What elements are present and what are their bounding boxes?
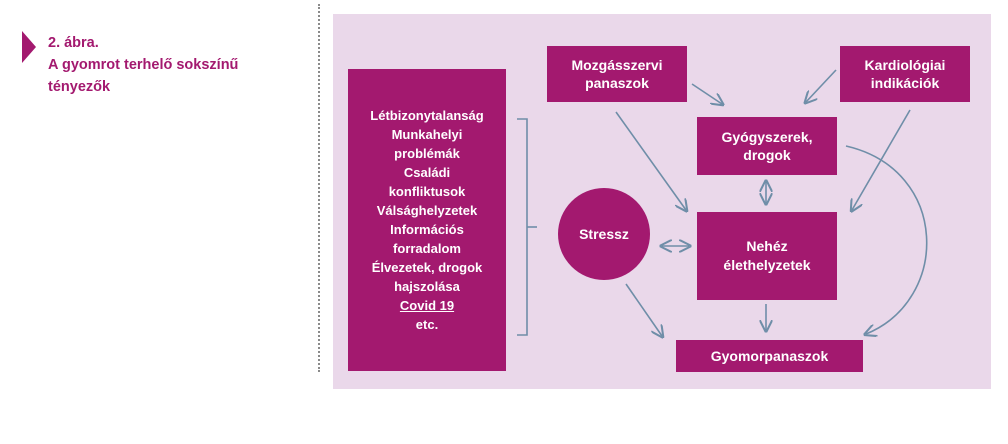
factors-bracket xyxy=(517,118,528,336)
factor-item: Információs xyxy=(390,222,464,237)
box-label-line: élethelyzetek xyxy=(723,257,811,273)
figure-title-line-2: tényezők xyxy=(48,79,111,95)
box-label-line: Gyógyszerek, xyxy=(721,129,813,145)
caption-triangle-icon xyxy=(22,31,36,63)
factor-item: Élvezetek, drogok xyxy=(371,260,483,275)
box-label-line: drogok xyxy=(743,147,791,163)
box-mozgasszervi-panaszok: Mozgásszervi panaszok xyxy=(547,46,687,102)
box-label-line: Mozgásszervi xyxy=(571,57,663,73)
dotted-divider xyxy=(318,4,320,372)
figure-title-line-1: A gyomrot terhelő sokszínű xyxy=(48,57,239,73)
factors-box: Létbizonytalanság Munkahelyi problémák C… xyxy=(348,69,506,371)
box-label-line: Gyomorpanaszok xyxy=(710,348,829,364)
factor-item: Válsághelyzetek xyxy=(376,203,478,218)
figure-label: 2. ábra. xyxy=(48,35,99,51)
box-label-line: indikációk xyxy=(870,75,940,91)
factor-item: etc. xyxy=(415,317,439,332)
arrow-mozgas-to-gyogy xyxy=(691,83,722,104)
box-gyogyszerek-drogok: Gyógyszerek, drogok xyxy=(697,117,837,175)
factor-item-covid: Covid 19 xyxy=(399,298,455,313)
box-gyomorpanaszok: Gyomorpanaszok xyxy=(676,340,863,372)
factor-item: Családi xyxy=(403,165,451,180)
stress-circle: Stressz xyxy=(558,188,650,280)
box-nehez-elethelyzetek: Nehéz élethelyzetek xyxy=(697,212,837,300)
box-label-line: panaszok xyxy=(585,75,649,91)
box-kardiologiai-indikaciok: Kardiológiai indikációk xyxy=(840,46,970,102)
factor-item: Munkahelyi xyxy=(391,127,463,142)
arrow-stress-to-gyomor xyxy=(625,283,662,336)
factor-item: hajszolása xyxy=(394,279,460,294)
caption-text: 2. ábra. A gyomrot terhelő sokszínű tény… xyxy=(48,32,238,98)
box-label-line: Nehéz xyxy=(746,238,788,254)
arrow-mozgas-to-nehez xyxy=(615,111,686,210)
factor-item: forradalom xyxy=(393,241,461,256)
arrow-gyogy-to-gyomor xyxy=(845,145,928,334)
arrow-kardio-to-gyogy xyxy=(806,69,837,102)
factor-item: Létbizonytalanság xyxy=(370,108,484,123)
factor-item: konfliktusok xyxy=(388,184,466,199)
box-label-line: Kardiológiai xyxy=(864,57,946,73)
factor-item: problémák xyxy=(394,146,460,161)
